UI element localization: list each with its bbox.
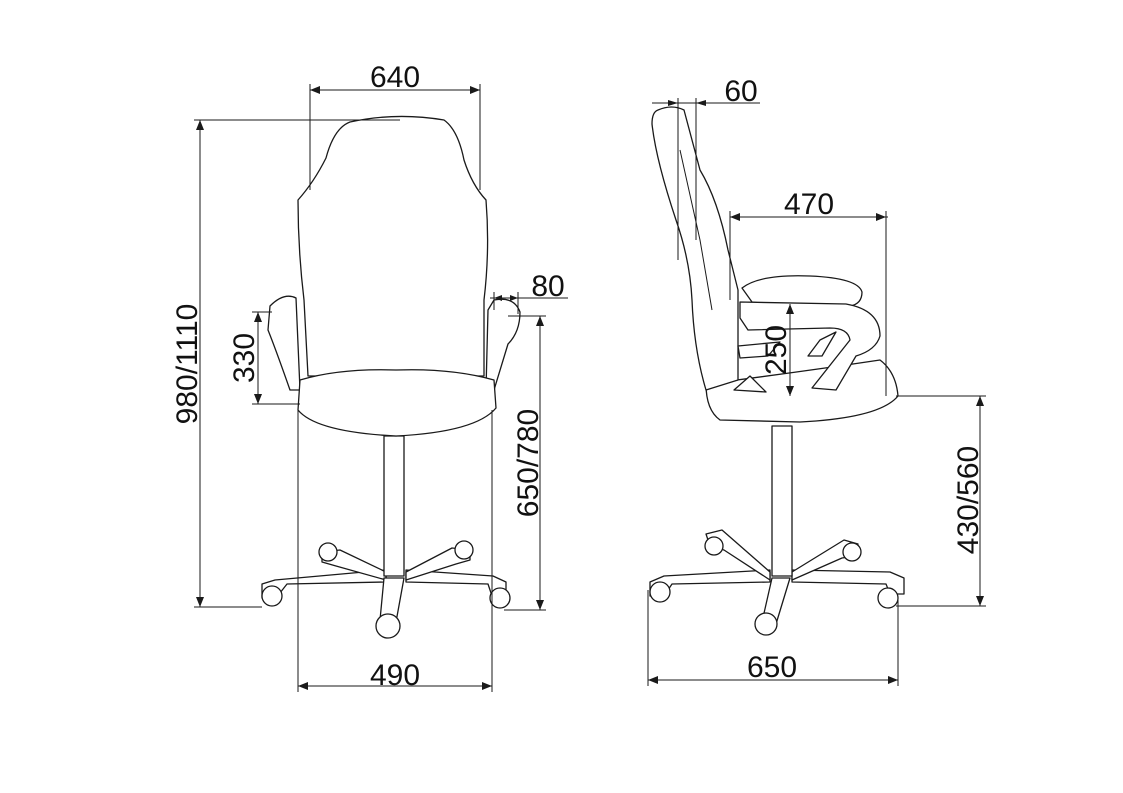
label-overall-width: 640 [370, 61, 420, 94]
chair-side-view [649, 106, 905, 636]
dimension-armrest-height: 330 [228, 311, 300, 405]
side-armrest [733, 275, 881, 393]
label-armrest-height: 330 [228, 333, 261, 383]
label-base-width: 490 [370, 659, 420, 692]
front-armrests [267, 295, 521, 391]
dimension-seat-height: 430/560 [896, 395, 986, 607]
dimension-seat-depth: 470 [729, 188, 888, 396]
dimension-base-width: 490 [297, 410, 493, 692]
label-armrest-floor-height: 650/780 [512, 409, 545, 517]
side-base [649, 425, 905, 636]
dimension-overall-width: 640 [309, 61, 481, 190]
dimension-backrest-depth: 60 [652, 75, 760, 260]
label-seat-height: 430/560 [952, 446, 985, 554]
chair-front-view [261, 115, 521, 639]
label-backrest-depth: 60 [724, 75, 757, 108]
label-total-height: 980/1110 [171, 304, 204, 425]
side-backrest [651, 106, 739, 391]
label-armrest-over-seat: 250 [760, 325, 793, 375]
front-base [261, 435, 511, 639]
dimension-armrest-floor-height: 650/780 [504, 315, 546, 611]
front-backrest [297, 115, 489, 377]
dimension-base-depth: 650 [647, 590, 899, 686]
label-base-depth: 650 [747, 651, 797, 684]
label-seat-depth: 470 [784, 188, 834, 221]
dimension-armrest-over-seat: 250 [760, 304, 794, 396]
dimension-armrest-width: 80 [490, 270, 568, 314]
dimension-total-height: 980/1110 [171, 119, 400, 608]
front-seat [297, 369, 497, 437]
label-armrest-width: 80 [531, 270, 564, 303]
